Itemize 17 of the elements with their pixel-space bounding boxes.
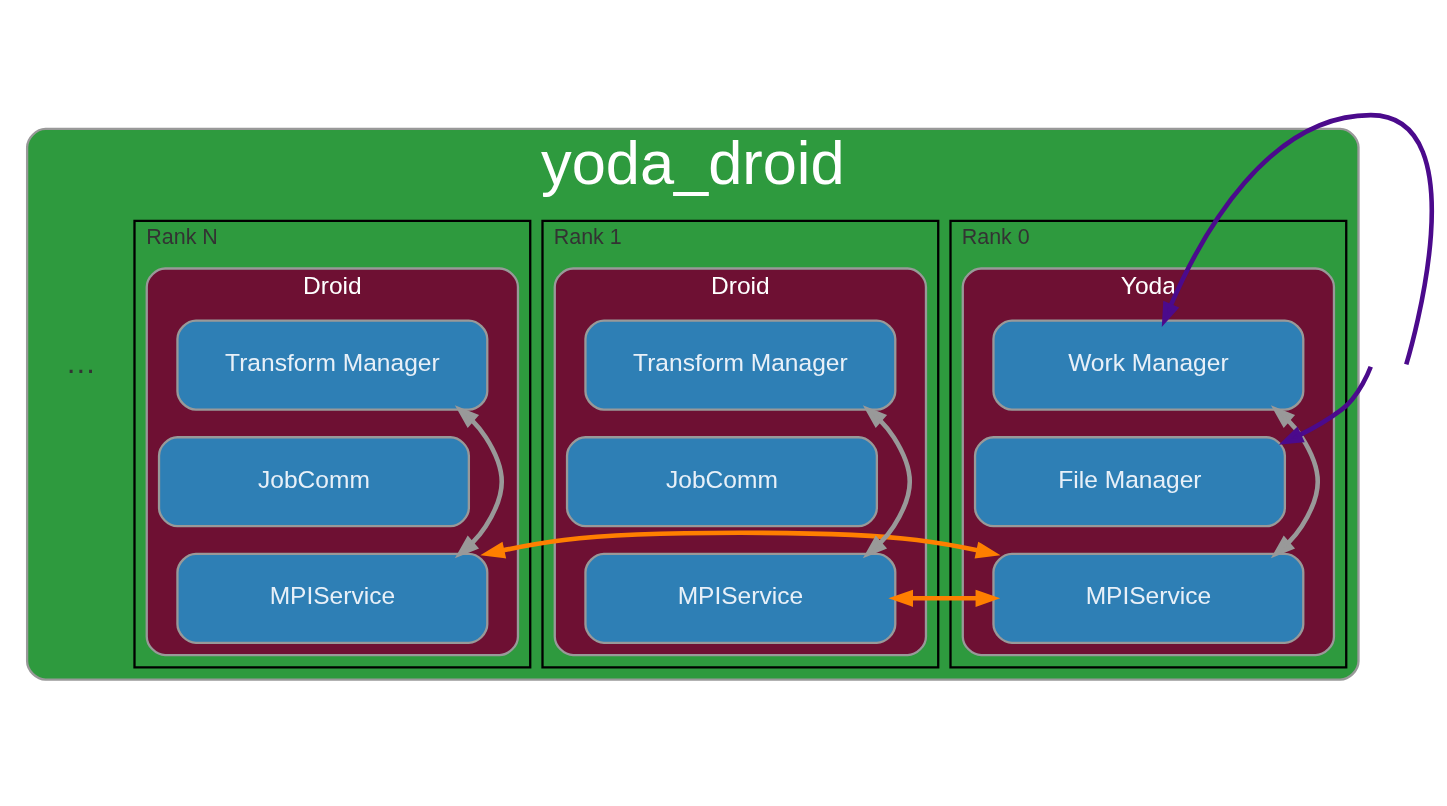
node-box: File Manager [973, 435, 1287, 527]
arrow [862, 404, 912, 558]
node-box: MPIService [992, 552, 1305, 644]
node-box: MPIService [176, 552, 489, 644]
node-box: JobComm [565, 435, 879, 527]
node-box: MPIService [584, 552, 897, 644]
node-box: Transform Manager [176, 319, 489, 411]
arrow [480, 530, 1001, 558]
arrow [1278, 365, 1373, 445]
arrow [454, 404, 504, 558]
arrow [888, 589, 1001, 607]
node-box: Work Manager [992, 319, 1305, 411]
label: … [65, 344, 97, 379]
arrow [1270, 404, 1320, 558]
node-box: JobComm [157, 435, 470, 527]
arrow [1161, 112, 1434, 365]
node-box: Transform Manager [584, 319, 897, 411]
